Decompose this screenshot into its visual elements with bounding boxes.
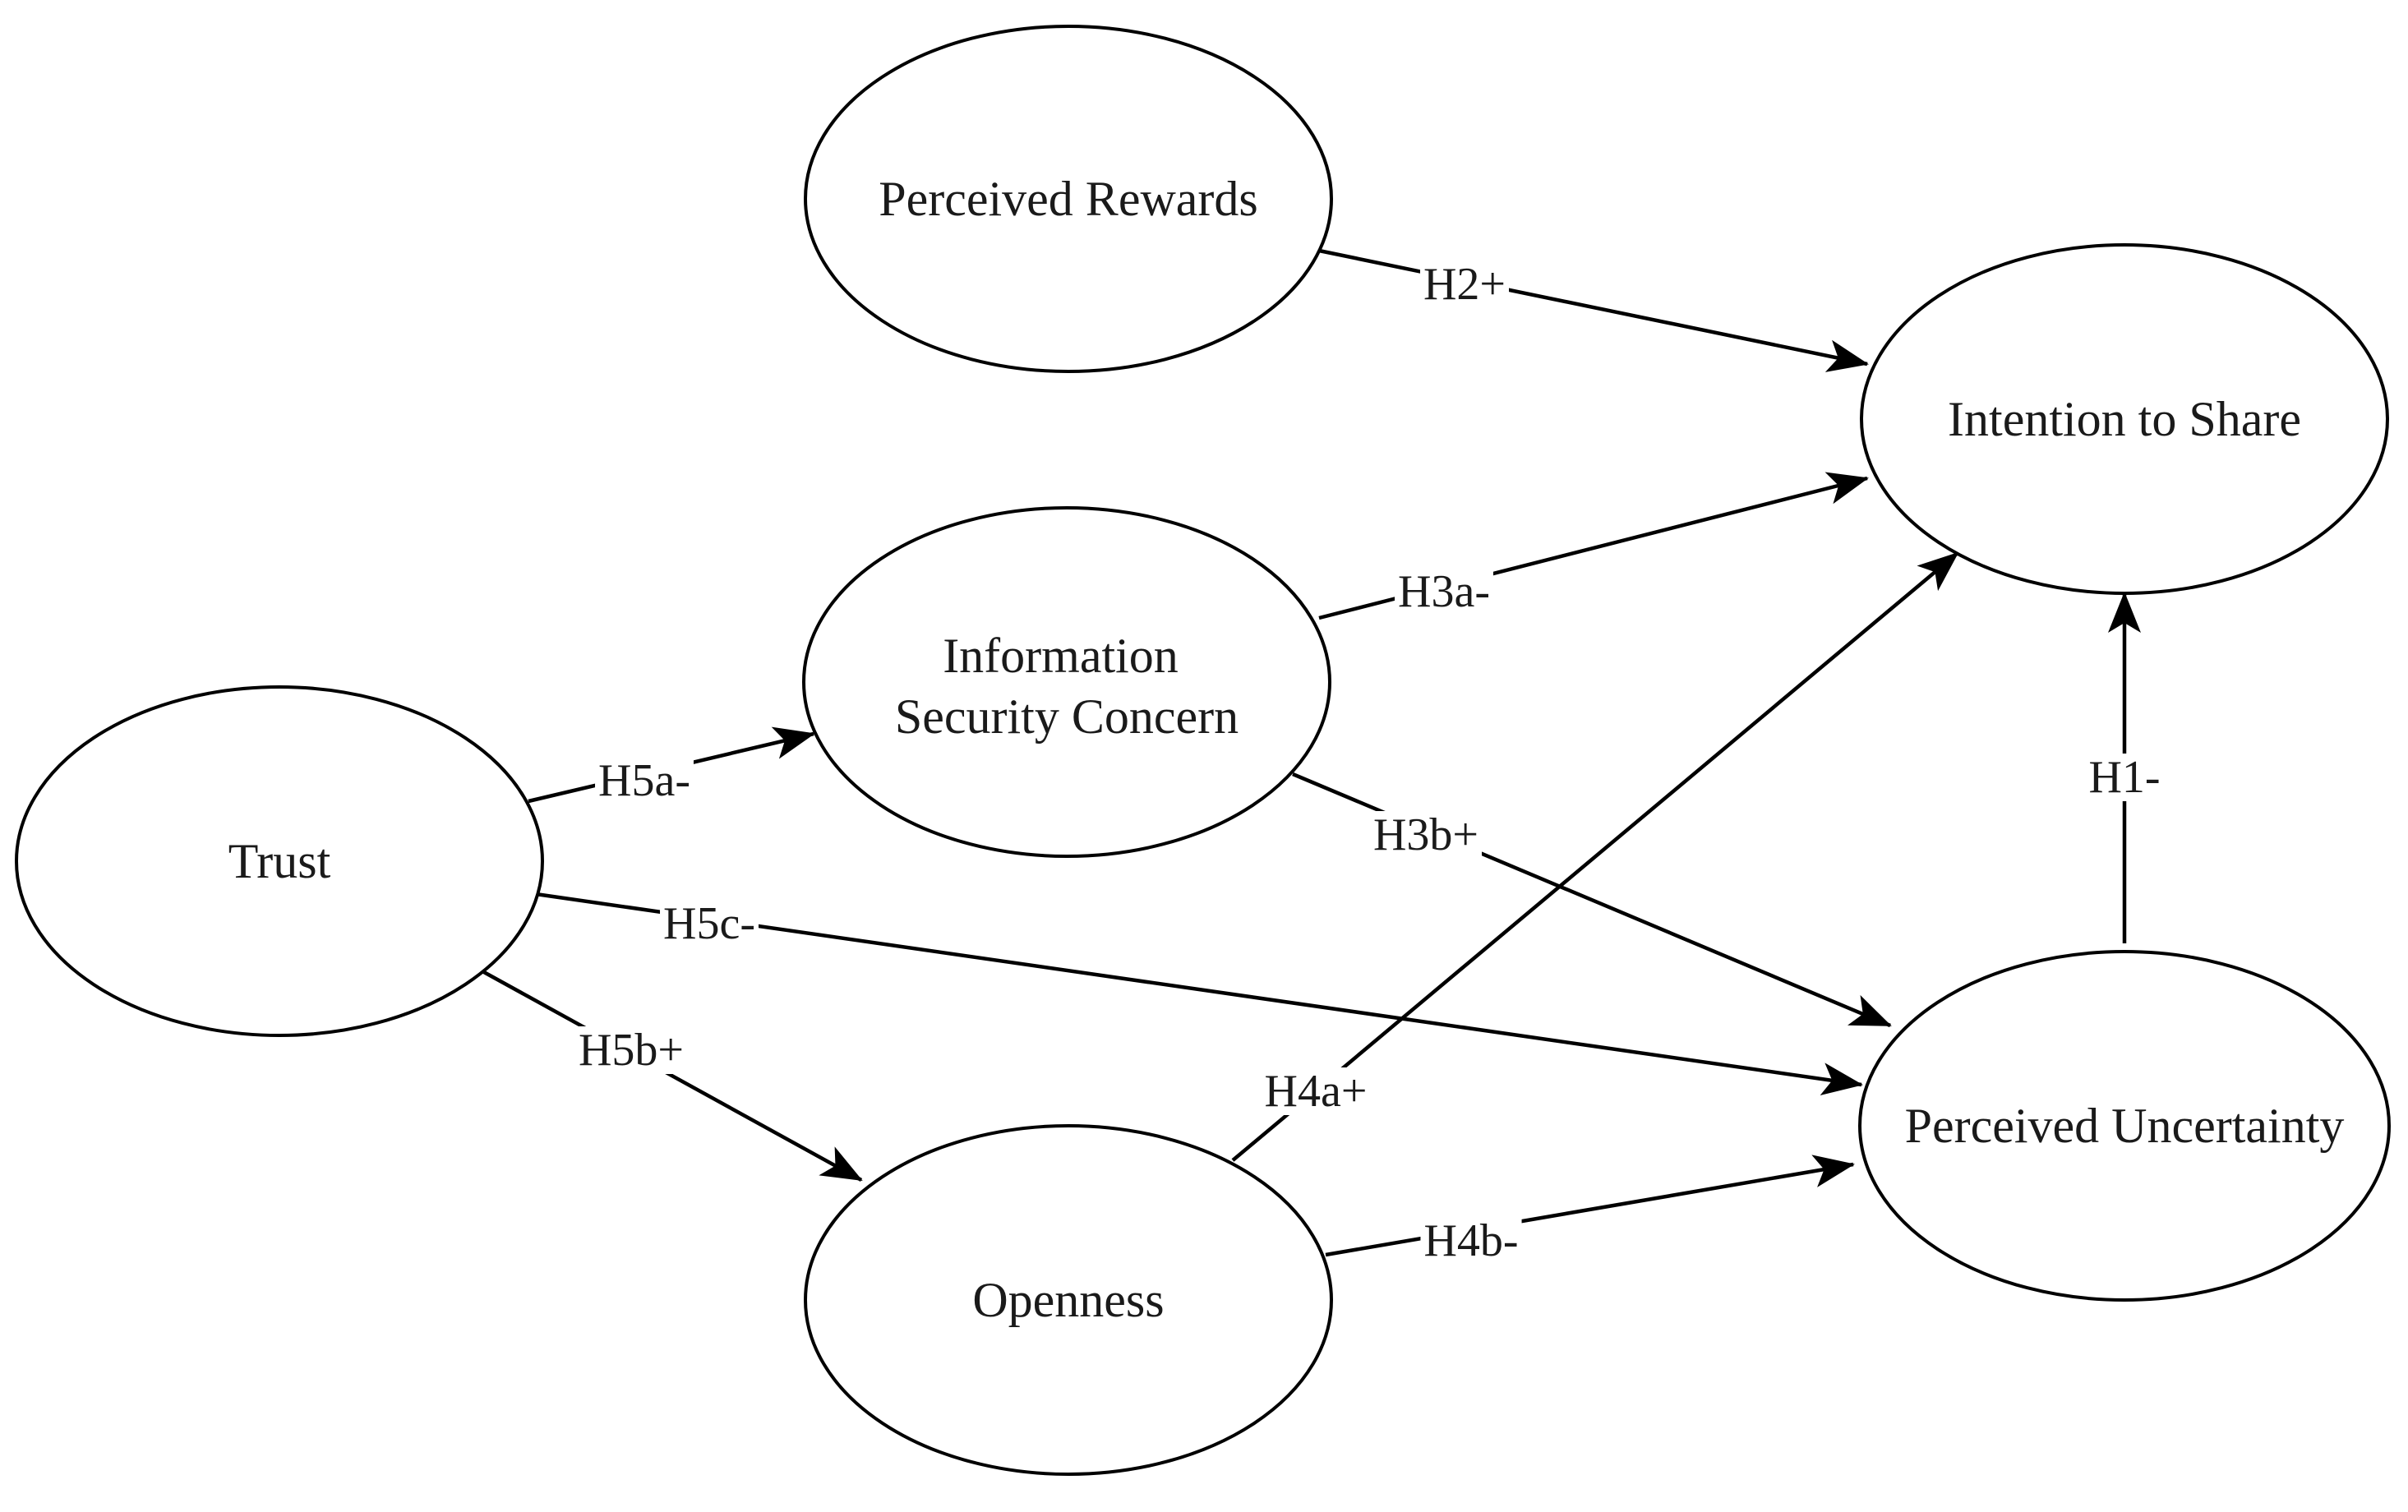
node-openness-ellipse <box>804 1124 1333 1476</box>
edge-h3a-label: H3a- <box>1398 566 1490 617</box>
node-perceived-uncertainty: Perceived Uncertainty <box>1858 950 2391 1302</box>
edge-h4b-line <box>1325 1155 1855 1257</box>
edge-h5c-label: H5c- <box>663 898 755 949</box>
node-intention-to-share-label: Intention to Share <box>1948 392 2301 446</box>
node-perceived-rewards-label: Perceived Rewards <box>879 172 1257 226</box>
node-intention-to-share-line-1: Intention to Share <box>1948 392 2301 446</box>
edge-h5b-label: H5b+ <box>579 1025 684 1076</box>
edge-h4b: H4b- <box>1325 1155 1855 1266</box>
node-perceived-uncertainty-line-1: Perceived Uncertainty <box>1905 1099 2345 1153</box>
edge-h2-line <box>1318 248 1869 372</box>
edge-h5a: H5a- <box>528 726 815 806</box>
edges: H2+ H3a- H3b+ H4a+ H4b- H5a- <box>481 248 2164 1266</box>
nodes: Perceived Rewards Intention to Share Inf… <box>15 25 2391 1476</box>
edge-h1-label: H1- <box>2088 752 2160 803</box>
edge-h5a-label: H5a- <box>598 755 690 806</box>
node-intention-to-share: Intention to Share <box>1860 243 2389 595</box>
node-perceived-uncertainty-ellipse <box>1858 950 2391 1302</box>
edge-h4a-line <box>1231 551 1959 1162</box>
node-trust: Trust <box>15 685 544 1037</box>
edge-h5b-line <box>481 970 863 1182</box>
edge-h3b: H3b+ <box>1292 772 1892 1028</box>
node-perceived-rewards: Perceived Rewards <box>804 25 1333 373</box>
edge-h3a: H3a- <box>1318 472 1869 620</box>
node-information-security-concern-line-1: Information <box>943 629 1179 683</box>
edge-h4a: H4a+ <box>1231 551 1959 1162</box>
node-perceived-uncertainty-label: Perceived Uncertainty <box>1905 1099 2345 1153</box>
edge-h2-label: H2+ <box>1423 259 1506 310</box>
node-trust-ellipse <box>15 685 544 1037</box>
edge-h5b: H5b+ <box>481 970 863 1182</box>
node-intention-to-share-ellipse <box>1860 243 2389 595</box>
node-information-security-concern: Information Security Concern <box>802 506 1331 858</box>
node-information-security-concern-line-2: Security Concern <box>895 689 1239 744</box>
node-perceived-rewards-ellipse <box>804 25 1333 373</box>
edge-h5c: H5c- <box>535 892 1863 1095</box>
node-openness-line-1: Openness <box>972 1273 1164 1327</box>
node-openness: Openness <box>804 1124 1333 1476</box>
node-information-security-concern-ellipse <box>802 506 1331 858</box>
node-perceived-rewards-line-1: Perceived Rewards <box>879 172 1257 226</box>
node-openness-label: Openness <box>972 1273 1164 1327</box>
edge-h4a-label: H4a+ <box>1265 1066 1368 1117</box>
edge-h2: H2+ <box>1318 248 1869 372</box>
node-trust-line-1: Trust <box>228 834 331 888</box>
node-information-security-concern-label: Information Security Concern <box>895 629 1239 744</box>
node-trust-label: Trust <box>228 834 331 888</box>
edge-h1: H1- <box>2085 592 2164 943</box>
edge-h3b-label: H3b+ <box>1373 809 1478 860</box>
edge-h4b-label: H4b- <box>1423 1215 1518 1266</box>
